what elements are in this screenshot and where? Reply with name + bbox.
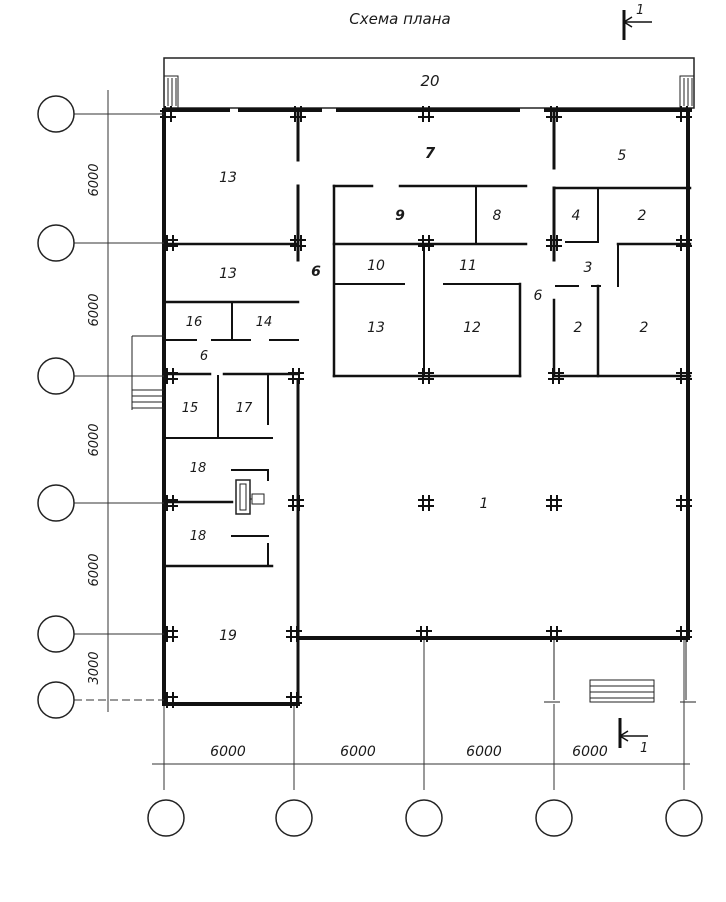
section-mark-top: 1: [622, 3, 652, 40]
axis-bubble: [37, 224, 75, 262]
dimension-label: 3000: [87, 651, 102, 684]
column-marker: [676, 495, 692, 511]
room-number-3: 3: [584, 260, 593, 276]
dimension-label: 6000: [340, 744, 376, 760]
room-number-15: 15: [182, 401, 199, 416]
room-number-4: 4: [572, 208, 581, 224]
column-marker: [162, 235, 178, 251]
room-number-18: 18: [190, 529, 207, 544]
axis-bubble: [37, 484, 75, 522]
dimension-label: 6000: [87, 163, 102, 196]
column-marker: [546, 106, 562, 122]
column-marker: [162, 495, 178, 511]
axis-lines: [74, 90, 690, 790]
plan-title: Схема плана: [349, 10, 450, 28]
axis-bubbles-left: [37, 95, 75, 719]
column-marker: [286, 692, 302, 708]
room-number-6: 6: [200, 349, 208, 364]
dimension-label: 6000: [466, 744, 502, 760]
axis-bubble: [37, 95, 75, 133]
column-marker: [546, 495, 562, 511]
side-stair: [131, 335, 164, 410]
dimension-label: 6000: [87, 423, 102, 456]
column-marker: [160, 106, 176, 122]
room-number-2: 2: [638, 208, 647, 224]
axis-bubble: [37, 615, 75, 653]
room-number-16: 16: [186, 315, 203, 330]
room-number-8: 8: [493, 208, 502, 224]
room-number-2: 2: [640, 320, 649, 336]
dimension-label: 6000: [87, 293, 102, 326]
room-number-6: 6: [311, 264, 321, 280]
room-number-10: 10: [367, 258, 385, 274]
room-number-20: 20: [420, 72, 439, 90]
column-marker: [546, 626, 562, 642]
room-number-7: 7: [425, 144, 436, 162]
column-marker: [676, 235, 692, 251]
left-dimensions: 6000 6000 6000 6000 3000: [87, 163, 102, 684]
room-labels: 20 13 7 5 9 8 4 2 13 6 10 11 6 3 16 14 1…: [182, 72, 649, 644]
column-marker: [162, 626, 178, 642]
column-marker: [416, 626, 432, 642]
dimension-label: 6000: [87, 553, 102, 586]
axis-bubble: [535, 799, 573, 837]
bottom-dimensions: 6000 6000 6000 6000: [210, 744, 608, 760]
column-marker: [288, 368, 304, 384]
column-marker: [546, 235, 562, 251]
room-number-1: 1: [480, 496, 489, 512]
section-mark-bottom-label: 1: [640, 741, 648, 756]
room-number-5: 5: [618, 148, 627, 164]
column-marker: [286, 626, 302, 642]
room-number-19: 19: [219, 628, 237, 644]
axis-bubble: [275, 799, 313, 837]
column-marker: [676, 626, 692, 642]
column-marker: [548, 368, 564, 384]
room-number-12: 12: [463, 320, 481, 336]
room-number-13: 13: [219, 170, 237, 186]
room-number-17: 17: [236, 401, 253, 416]
axis-bubbles-bottom: [147, 799, 703, 837]
column-marker: [290, 106, 306, 122]
room-number-2: 2: [574, 320, 583, 336]
column-markers: [160, 106, 692, 708]
section-mark-bottom: 1: [618, 718, 648, 756]
dimension-label: 6000: [572, 744, 608, 760]
dimension-label: 6000: [210, 744, 246, 760]
section-mark-top-label: 1: [636, 3, 644, 18]
axis-bubble: [405, 799, 443, 837]
axis-bubble: [147, 799, 185, 837]
column-marker: [162, 368, 178, 384]
room-number-13: 13: [219, 266, 237, 282]
interior-walls: [162, 110, 692, 568]
room-number-14: 14: [256, 315, 273, 330]
room-number-6: 6: [534, 288, 543, 304]
axis-bubble: [665, 799, 703, 837]
room-number-18: 18: [190, 461, 207, 476]
column-marker: [162, 692, 178, 708]
axis-bubble: [37, 681, 75, 719]
column-marker: [676, 106, 692, 122]
column-marker: [288, 495, 304, 511]
column-marker: [418, 495, 434, 511]
column-marker: [418, 368, 434, 384]
entrance-porch: [544, 640, 696, 703]
axis-bubble: [37, 357, 75, 395]
column-marker: [676, 368, 692, 384]
room-number-9: 9: [395, 208, 405, 224]
room-number-13: 13: [367, 320, 385, 336]
column-marker: [418, 235, 434, 251]
stove-symbol: [235, 479, 265, 515]
column-marker: [418, 106, 434, 122]
column-marker: [290, 235, 306, 251]
room-number-11: 11: [459, 258, 477, 274]
